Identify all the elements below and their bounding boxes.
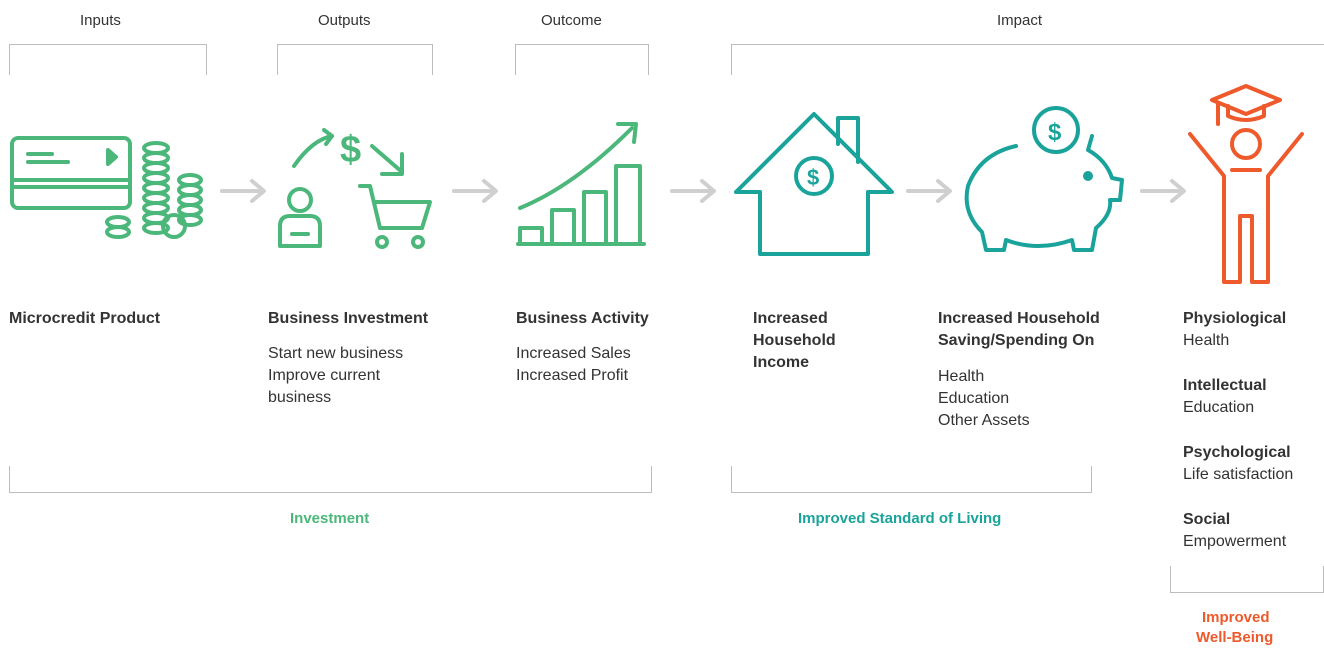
wellbeing-detail: Health	[1183, 332, 1230, 349]
credit-card-coins-icon	[10, 136, 203, 239]
svg-text:$: $	[807, 165, 819, 190]
step-title-income-line: Income	[753, 354, 810, 371]
business-investment-icon: $	[278, 128, 432, 249]
stage-label-impact: Impact	[997, 12, 1043, 29]
growth-chart-icon	[516, 122, 646, 246]
wellbeing-title: Psychological	[1183, 444, 1291, 461]
group-label-wellbeing-line2: Well-Being	[1196, 629, 1274, 646]
flow-arrow-5	[1140, 179, 1186, 203]
piggy-bank-icon: $	[964, 106, 1124, 252]
step-detail: Health	[938, 368, 985, 385]
step-title-microcredit: Microcredit Product	[9, 310, 161, 327]
graduate-person-icon	[1188, 84, 1304, 284]
step-title-business-activity: Business Activity	[516, 310, 649, 327]
house-dollar-icon: $	[734, 112, 894, 256]
svg-text:$: $	[1048, 119, 1062, 146]
flow-arrow-2	[452, 179, 498, 203]
bracket-wellbeing	[1170, 566, 1324, 593]
bracket-outcome	[515, 44, 649, 75]
flow-arrow-3	[670, 179, 716, 203]
wellbeing-detail: Education	[1183, 399, 1255, 416]
bracket-impact	[731, 44, 1324, 75]
wellbeing-title: Social	[1183, 511, 1231, 528]
step-title-saving-line: Increased Household	[938, 310, 1100, 327]
step-title-income-line: Household	[753, 332, 836, 349]
step-detail: business	[268, 389, 332, 406]
bracket-outputs	[277, 44, 433, 75]
flow-arrow-4	[906, 179, 952, 203]
step-title-income-line: Increased	[753, 310, 828, 327]
wellbeing-title: Intellectual	[1183, 377, 1267, 394]
group-label-standard-of-living: Improved Standard of Living	[798, 510, 1002, 527]
step-detail: Increased Profit	[516, 367, 629, 384]
step-title-saving-line: Saving/Spending On	[938, 332, 1095, 349]
step-title-business-investment: Business Investment	[268, 310, 429, 327]
step-detail: Education	[938, 390, 1010, 407]
step-detail: Start new business	[268, 345, 404, 362]
wellbeing-detail: Life satisfaction	[1183, 466, 1294, 483]
group-label-wellbeing-line1: Improved	[1202, 609, 1270, 626]
step-detail: Other Assets	[938, 412, 1030, 429]
flow-arrow-1	[220, 179, 266, 203]
svg-text:$: $	[340, 129, 361, 171]
stage-label-outcome: Outcome	[541, 12, 602, 29]
bracket-standard-of-living	[731, 466, 1092, 493]
wellbeing-detail: Empowerment	[1183, 533, 1287, 550]
group-label-investment: Investment	[290, 510, 370, 527]
bracket-inputs	[9, 44, 207, 75]
step-detail: Improve current	[268, 367, 381, 384]
stage-label-outputs: Outputs	[318, 12, 371, 29]
step-detail: Increased Sales	[516, 345, 631, 362]
bracket-investment	[9, 466, 652, 493]
wellbeing-title: Physiological	[1183, 310, 1287, 327]
stage-label-inputs: Inputs	[80, 12, 121, 29]
